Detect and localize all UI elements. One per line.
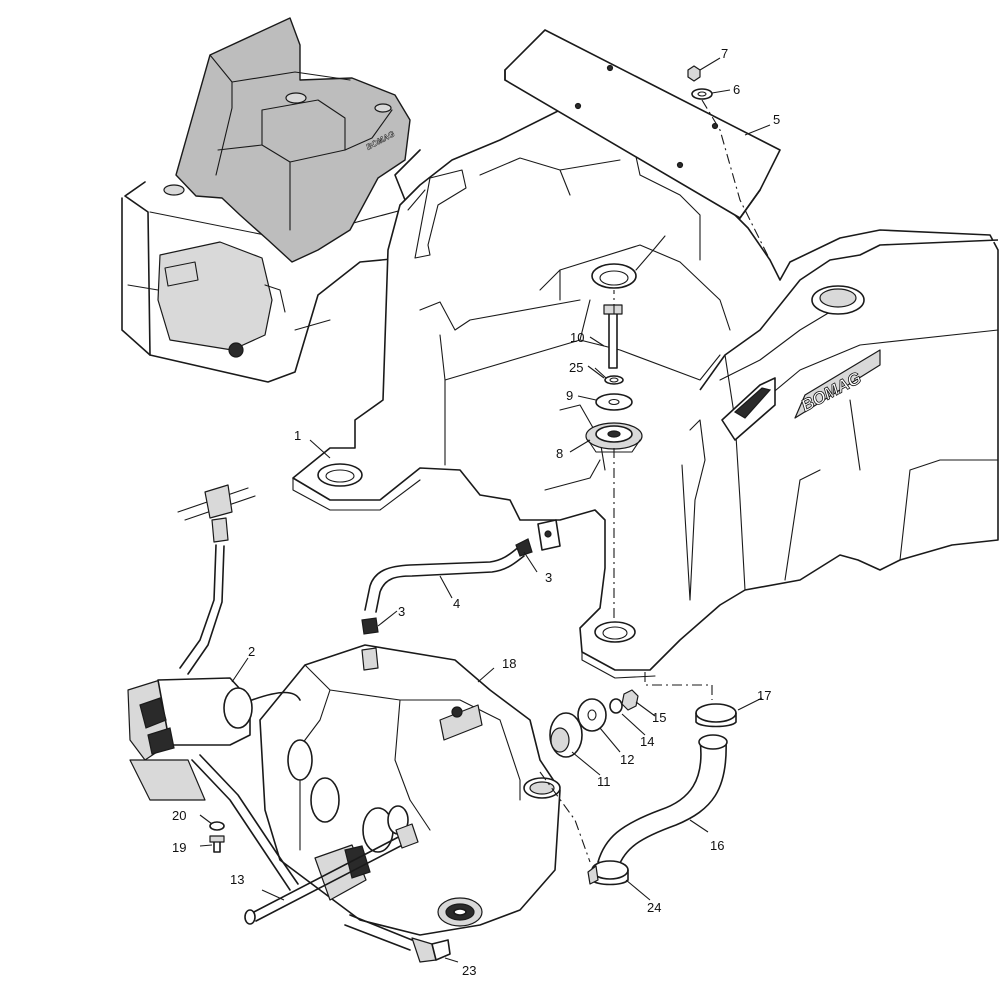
- callout-15: 15: [652, 710, 666, 725]
- frame-fitting: [537, 519, 561, 551]
- callout-12: 12: [620, 752, 634, 767]
- fuel-hose-pump-inlet: [179, 544, 225, 675]
- fuel-pump-2: [127, 677, 301, 801]
- washer-14: [609, 698, 623, 714]
- filler-hose-16: [597, 734, 728, 869]
- callout-25: 25: [569, 360, 583, 375]
- cover-plate: [504, 29, 781, 219]
- hose-clamp-3-lower: [361, 617, 379, 635]
- callout-8: 8: [556, 446, 563, 461]
- hose-clamp-17: [695, 703, 737, 728]
- rubber-mount-8: [585, 422, 643, 453]
- inset-fuel-tank: [157, 241, 273, 351]
- screw-19: [209, 835, 225, 853]
- overview-inset: BOMAG: [121, 17, 421, 383]
- elbow-fitting-23: [344, 914, 451, 963]
- callout-11: 11: [597, 774, 611, 789]
- callout-labels: 1 2 3 3 4 5 6 7 8 9 10 11 12 13 14 15 16…: [172, 46, 780, 978]
- washer-6: [691, 88, 713, 100]
- callout-17: 17: [757, 688, 771, 703]
- breather-hose-4: [364, 545, 525, 613]
- bolt-13: [244, 823, 419, 925]
- fuel-tank-18: [259, 644, 561, 936]
- hose-clamp-3-upper: [515, 538, 533, 557]
- callout-16: 16: [710, 838, 724, 853]
- callout-13: 13: [230, 872, 244, 887]
- callout-20: 20: [172, 808, 186, 823]
- callout-6: 6: [733, 82, 740, 97]
- nut-15: [621, 689, 639, 711]
- grommet-11: [549, 712, 583, 758]
- leader-lines: [199, 57, 771, 963]
- callout-10: 10: [570, 330, 584, 345]
- nut-7: [687, 65, 701, 82]
- callout-2: 2: [248, 644, 255, 659]
- washer-12: [577, 698, 607, 732]
- callout-23: 23: [462, 963, 476, 978]
- callout-5: 5: [773, 112, 780, 127]
- washer-20: [209, 821, 225, 831]
- main-frame: BOMAG: [292, 94, 999, 679]
- hose-clamp-24: [587, 860, 629, 886]
- inset-highlighted-frame: [175, 17, 411, 263]
- bolt-10: [603, 304, 623, 369]
- callout-3-upper: 3: [545, 570, 552, 585]
- callout-7: 7: [721, 46, 728, 61]
- callout-24: 24: [647, 900, 661, 915]
- callout-9: 9: [566, 388, 573, 403]
- callout-14: 14: [640, 734, 654, 749]
- callout-4: 4: [453, 596, 460, 611]
- callout-19: 19: [172, 840, 186, 855]
- callout-18: 18: [502, 656, 516, 671]
- fuel-hose-pump-outlet: [191, 754, 299, 891]
- washer-9: [595, 393, 633, 411]
- tee-fitting: [177, 484, 256, 543]
- assembly-lines: [539, 99, 781, 863]
- callout-3-lower: 3: [398, 604, 405, 619]
- washer-25: [604, 375, 624, 385]
- callout-1: 1: [294, 428, 301, 443]
